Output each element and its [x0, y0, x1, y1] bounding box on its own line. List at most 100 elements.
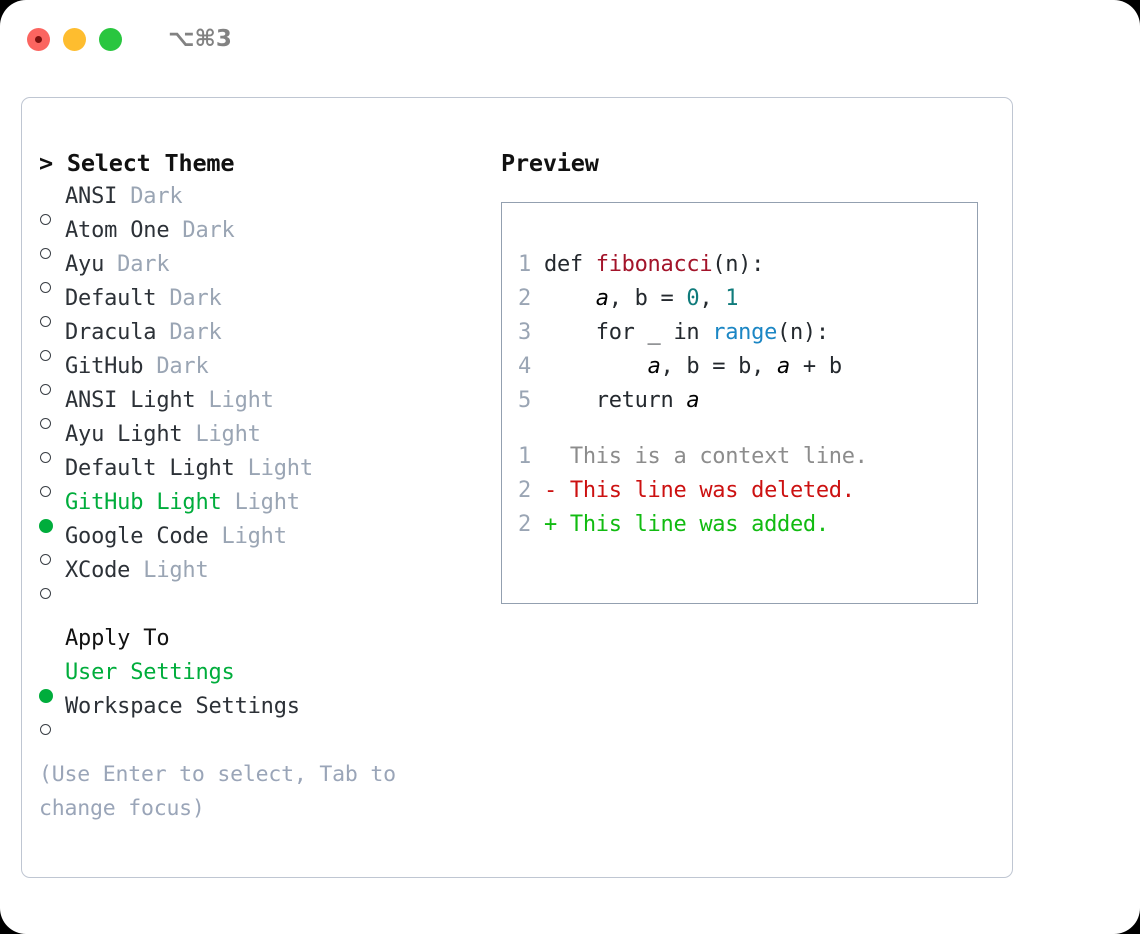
- radio-glyph: [40, 248, 51, 259]
- code-line: 1 def fibonacci(n):: [518, 248, 971, 282]
- theme-item-name: Atom One: [65, 218, 170, 243]
- apply-to-item-row[interactable]: User Settings: [39, 656, 499, 703]
- radio-glyph: [40, 316, 51, 327]
- theme-item-row[interactable]: ANSI Dark: [39, 180, 499, 225]
- diff-line: 2 + This line was added.: [518, 508, 971, 542]
- radio-glyph: [40, 350, 51, 361]
- code-token: a: [686, 388, 700, 413]
- code-token: 1: [725, 286, 739, 311]
- theme-variant-label: Light: [234, 456, 313, 481]
- diff-del-text: - This line was deleted.: [544, 478, 855, 503]
- keyboard-shortcut-label: ⌥⌘3: [168, 26, 232, 52]
- radio-glyph: [40, 418, 51, 429]
- theme-item-name: GitHub: [65, 354, 144, 379]
- radio-glyph: [40, 588, 51, 599]
- theme-item-name: Default Light: [65, 456, 235, 481]
- theme-variant-label: Light: [182, 422, 261, 447]
- theme-item-name: Google Code: [65, 524, 209, 549]
- theme-variant-label: Dark: [156, 320, 222, 345]
- code-token: range: [712, 320, 778, 345]
- theme-item-row[interactable]: GitHub Light Light: [39, 486, 499, 533]
- line-number: 1: [518, 444, 531, 469]
- code-token: fibonacci: [595, 252, 713, 277]
- code-line: 5 return a: [518, 384, 971, 418]
- theme-variant-label: Light: [130, 558, 209, 583]
- radio-glyph: [40, 384, 51, 395]
- code-token: (n):: [712, 252, 765, 277]
- code-token: a: [595, 286, 609, 311]
- select-theme-label: Select Theme: [66, 149, 235, 177]
- diff-add-text: + This line was added.: [544, 512, 829, 537]
- code-token: a: [647, 354, 661, 379]
- theme-item-name: Ayu: [65, 252, 105, 277]
- theme-variant-label: Light: [221, 490, 300, 515]
- theme-item-name: Dracula: [65, 320, 157, 345]
- keyboard-hint-text: (Use Enter to select, Tab to change focu…: [39, 762, 396, 821]
- theme-item-name: Default: [65, 286, 157, 311]
- code-line: 2 a, b = 0, 1: [518, 282, 971, 316]
- code-token: a: [777, 354, 790, 379]
- radio-glyph: [39, 689, 53, 703]
- code-token: (n):: [777, 320, 829, 345]
- line-number: 1: [518, 252, 531, 277]
- code-token: 0: [686, 286, 700, 311]
- line-number: 2: [518, 512, 531, 537]
- radio-glyph: [40, 214, 51, 225]
- prompt-caret: >: [39, 149, 67, 177]
- theme-variant-label: Dark: [169, 218, 235, 243]
- theme-item-name: ANSI Light: [65, 388, 196, 413]
- theme-item-row[interactable]: GitHub Dark: [39, 350, 499, 395]
- theme-item-row[interactable]: XCode Light: [39, 554, 499, 599]
- radio-glyph: [40, 486, 51, 497]
- theme-variant-label: Dark: [143, 354, 209, 379]
- line-number: 4: [518, 354, 531, 379]
- apply-to-item-name: Workspace Settings: [65, 694, 300, 719]
- diff-sample: 1 This is a context line. 2 - This line wa…: [518, 440, 971, 542]
- radio-glyph: [40, 554, 51, 565]
- code-token: + b: [789, 354, 842, 379]
- theme-item-name: GitHub Light: [65, 490, 222, 515]
- theme-item-row[interactable]: ANSI Light Light: [39, 384, 499, 429]
- theme-item-name: ANSI: [65, 184, 118, 209]
- radio-glyph: [40, 282, 51, 293]
- apply-to-heading: Apply To: [65, 626, 170, 651]
- line-number: 3: [518, 320, 531, 345]
- line-number: 2: [518, 478, 531, 503]
- radio-glyph: [39, 519, 53, 533]
- theme-item-row[interactable]: Atom One Dark: [39, 214, 499, 259]
- theme-variant-label: Dark: [104, 252, 170, 277]
- code-token: ,: [699, 286, 726, 311]
- theme-item-row[interactable]: Dracula Dark: [39, 316, 499, 361]
- theme-variant-label: Light: [208, 524, 287, 549]
- code-line: 3 for _ in range(n):: [518, 316, 971, 350]
- theme-item-row[interactable]: Ayu Dark: [39, 248, 499, 293]
- code-token: def: [544, 252, 596, 277]
- minimize-button[interactable]: [63, 27, 86, 51]
- apply-to-item-name: User Settings: [65, 660, 235, 685]
- maximize-button[interactable]: [99, 27, 122, 51]
- code-token: [544, 286, 596, 311]
- line-number: 5: [518, 388, 531, 413]
- diff-ctx-text: This is a context line.: [544, 444, 868, 469]
- radio-glyph: [40, 724, 51, 735]
- theme-item-row[interactable]: Ayu Light Light: [39, 418, 499, 463]
- code-token: return: [544, 388, 687, 413]
- theme-item-row[interactable]: Google Code Light: [39, 520, 499, 565]
- close-button[interactable]: [27, 27, 50, 51]
- code-line: 4 a, b = b, a + b: [518, 350, 971, 384]
- code-token: , b = b,: [660, 354, 778, 379]
- preview-heading: Preview: [501, 149, 599, 177]
- apply-to-item-row[interactable]: Workspace Settings: [39, 690, 499, 735]
- code-token: for _ in: [544, 320, 713, 345]
- theme-item-row[interactable]: Default Light Light: [39, 452, 499, 497]
- theme-item-name: XCode: [65, 558, 131, 583]
- titlebar: ⌥⌘3: [0, 0, 1140, 78]
- theme-item-row[interactable]: Default Dark: [39, 282, 499, 327]
- theme-item-name: Ayu Light: [65, 422, 183, 447]
